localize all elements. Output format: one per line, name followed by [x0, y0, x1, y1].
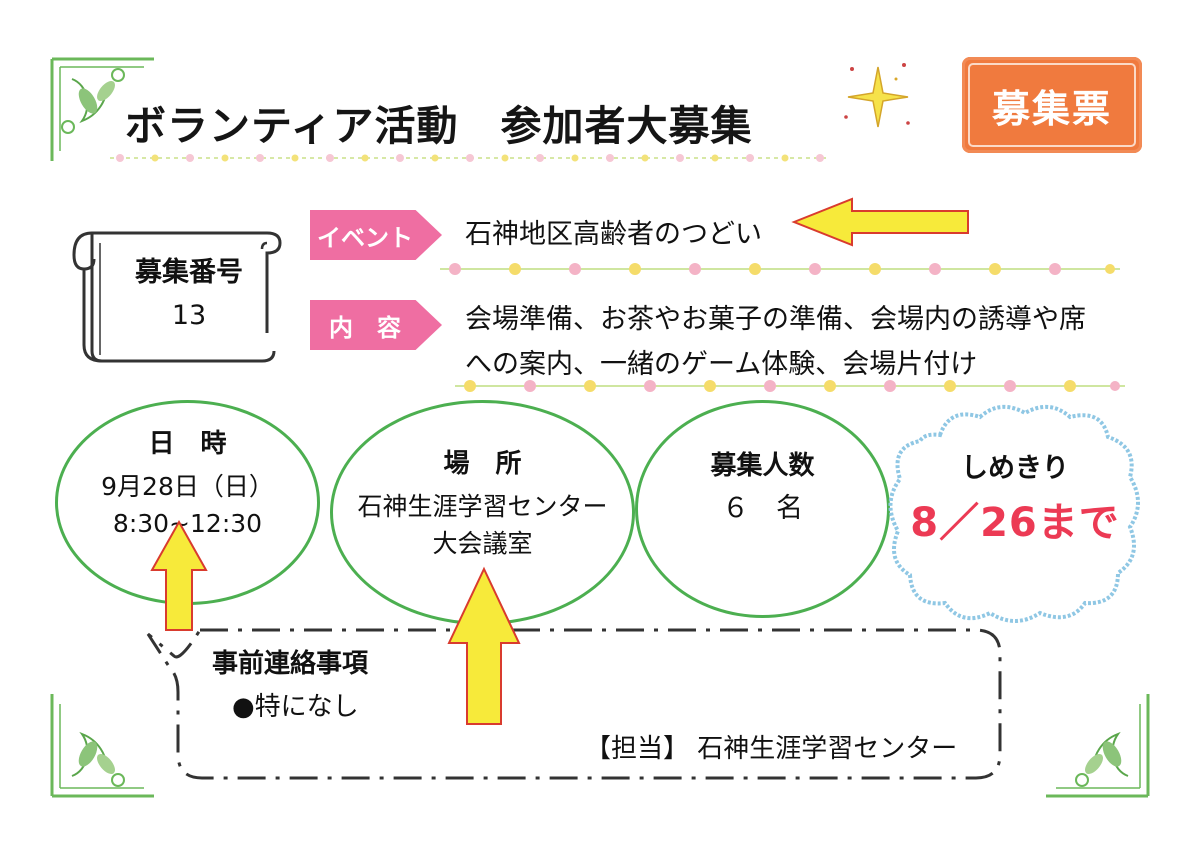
deadline-date: 8／26まで [910, 500, 1120, 546]
scroll-frame [72, 231, 282, 363]
flower-garland-event [440, 263, 1120, 275]
event-tag-label: イベント [317, 223, 413, 252]
arrow-up-icon [150, 519, 208, 631]
notes-heading: 事前連絡事項 [212, 649, 369, 679]
place-line-1: 石神生涯学習センター [357, 492, 608, 521]
event-tag: イベント [310, 210, 442, 260]
arrow-up-icon [447, 566, 521, 725]
content-line-2: への案内、一緒のゲーム体験、会場片付け [465, 349, 978, 380]
datetime-date: 9月28日（日） [101, 472, 274, 501]
content-text: 会場準備、お茶やお菓子の準備、会場内の誘導や席 への案内、一緒のゲーム体験、会場… [465, 297, 1145, 387]
page-title: ボランティア活動 参加者大募集 [125, 102, 753, 150]
people-heading: 募集人数 [710, 451, 815, 481]
flower-garland-title [110, 154, 830, 162]
deadline-cloud [888, 405, 1140, 623]
badge-label: 募集票 [991, 86, 1112, 131]
datetime-heading: 日 時 [148, 429, 227, 459]
corner-ornament-top-left [50, 57, 154, 161]
content-tag-label: 内 容 [329, 313, 401, 342]
corner-ornament-bottom-left [50, 694, 154, 798]
recruit-number-label: 募集番号 [135, 257, 243, 288]
datetime-circle: 日 時 9月28日（日） 8:30~12:30 [55, 400, 320, 605]
place-heading: 場 所 [443, 449, 522, 479]
arrow-left-icon [791, 197, 969, 247]
people-value: ６ 名 [722, 493, 803, 524]
corner-ornament-bottom-right [1046, 694, 1150, 798]
sparkle-icon [844, 63, 910, 128]
notes-box-frame [146, 628, 1002, 780]
flower-garland-content [455, 380, 1125, 392]
recruit-number-value: 13 [171, 300, 207, 331]
place-line-2: 大会議室 [432, 529, 533, 558]
content-tag: 内 容 [310, 300, 442, 350]
people-circle: 募集人数 ６ 名 [635, 400, 890, 618]
contact-text: 【担当】 石神生涯学習センター [585, 734, 958, 764]
notes-item: ●特になし [232, 692, 359, 722]
deadline-heading: しめきり [961, 453, 1069, 484]
datetime-time: 8:30~12:30 [112, 509, 263, 538]
recruitment-form-badge: 募集票 [962, 57, 1142, 153]
content-line-1: 会場準備、お茶やお菓子の準備、会場内の誘導や席 [465, 304, 1086, 335]
event-text: 石神地区高齢者のつどい [465, 219, 762, 250]
